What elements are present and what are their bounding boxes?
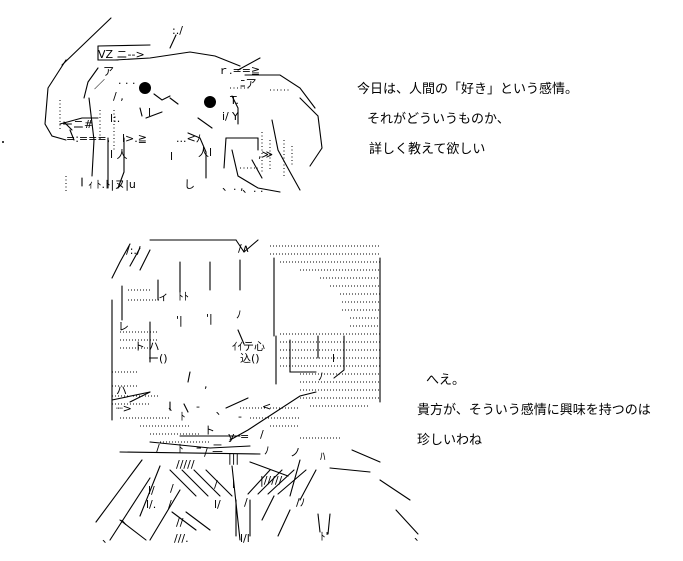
- art-fragment-text: l:.: [110, 112, 120, 125]
- art-fragment-text: i/: [222, 110, 229, 123]
- art-fragment-text: l: [148, 106, 151, 119]
- art-fragment-text: ハ: [116, 384, 127, 397]
- art-fragment-text: ﾄ: [178, 442, 184, 455]
- art-fragment-text: ...<ﾉ: [176, 132, 201, 145]
- art-fragment-text: ト ハ: [134, 340, 160, 353]
- art-fragment-text: //: [176, 516, 184, 529]
- art-fragment-text: ,: [204, 378, 208, 391]
- art-fragment-text: ﾄ': [320, 530, 329, 543]
- art-fragment-text: <: [262, 400, 271, 413]
- art-fragment-text: ､: [216, 404, 222, 417]
- dialogue-top: 今日は、人間の「好き」という感情。 それがどういうものか、 詳しく教えて欲しい: [357, 75, 578, 165]
- art-fragment-text: '|: [176, 314, 183, 327]
- art-fragment-text: ﾄ: [180, 410, 186, 423]
- art-fragment-text: ｲｲテ心: [232, 340, 265, 353]
- art-fragment-text: ー(): [148, 352, 168, 365]
- art-fragment-text: ┈>: [116, 402, 132, 415]
- art-fragment-text: 、: [414, 530, 425, 543]
- art-fragment-text: ﾄﾄ: [178, 290, 189, 303]
- dialogue-line: それがどういうものか、: [367, 112, 510, 127]
- art-fragment-text: ﾄ.ﾄ|ヌ|u: [96, 178, 136, 191]
- art-fragment-text: /:./: [126, 244, 141, 257]
- art-fragment-text: l: [332, 352, 335, 365]
- art-fragment-text: /: [156, 442, 160, 455]
- art-fragment-text: =:===,: [66, 132, 110, 145]
- art-fragment-text: 二: [212, 442, 223, 455]
- art-fragment-text: =: [240, 430, 249, 443]
- art-fragment-text: ﾆア: [240, 77, 257, 90]
- dialogue-line: 詳しく教えて欲しい: [369, 142, 486, 157]
- art-fragment-text: y: [228, 430, 235, 443]
- art-fragment-text: l/: [148, 484, 155, 497]
- art-fragment-text: ト: [204, 424, 215, 437]
- art-fragment-text: l: [232, 478, 235, 491]
- art-fragment-text: l>.≧: [122, 132, 147, 145]
- right-eye: [204, 96, 216, 108]
- art-fragment-text: ｒ.==≧: [218, 64, 260, 77]
- art-fragment-text: / ,: [113, 90, 124, 103]
- art-fragment-text: /: [204, 446, 208, 459]
- dialogue-line: 貴方が、そういう感情に興味を持つのは: [417, 403, 651, 418]
- art-fragment-text: /ﾉ: [296, 496, 305, 509]
- art-fragment-text: /: [260, 428, 264, 441]
- art-fragment-text: l/: [214, 498, 221, 511]
- art-fragment-text: 、. ,: [222, 180, 244, 193]
- art-fragment-text: ﾉ: [318, 370, 324, 383]
- art-fragment-text: . . .: [118, 74, 135, 87]
- art-fragment-text: 人l: [198, 146, 212, 159]
- art-fragment-text: 、. .: [242, 182, 264, 195]
- dialogue-line: 今日は、人間の「好き」という感情。: [357, 82, 579, 97]
- art-fragment-text: ィ: [158, 290, 169, 303]
- art-fragment-text: し: [184, 178, 195, 191]
- art-fragment-text: ノ: [290, 446, 301, 459]
- art-fragment-text: ///.: [174, 532, 189, 545]
- art-fragment-text: |||: [228, 452, 239, 465]
- art-fragment-text: ｨ: [88, 178, 94, 191]
- art-fragment-text: レ: [118, 320, 129, 333]
- art-fragment-text: ーニ#: [62, 118, 93, 131]
- art-fragment-text: '|: [206, 312, 213, 325]
- art-fragment-text: /: [168, 498, 172, 511]
- art-fragment-text: ﾊ: [320, 450, 326, 463]
- art-fragment-text: ヽ: [118, 516, 129, 529]
- art-fragment-text: /∧: [238, 242, 250, 255]
- art-fragment-text: /: [244, 496, 248, 509]
- dialogue-line: 珍しいわね: [417, 433, 483, 448]
- art-fragment-text: 、: [168, 400, 179, 413]
- art-fragment-text: /////: [176, 458, 195, 471]
- art-fragment-text: ,≫: [258, 148, 273, 161]
- art-fragment-text: l 人: [110, 148, 128, 161]
- left-eye: [139, 82, 151, 94]
- art-fragment-text: T.: [229, 94, 239, 107]
- art-fragment-text: l/l: [240, 532, 250, 545]
- art-fragment-text: 、: [102, 532, 113, 545]
- art-fragment-text: ア: [103, 65, 114, 78]
- art-fragment-text: ｰ: [196, 442, 202, 455]
- art-fragment-text: ﾉ: [236, 308, 242, 321]
- art-fragment-text: /: [214, 478, 218, 491]
- art-fragment-text: l: [170, 150, 173, 163]
- art-fragment-text: l/.: [146, 498, 156, 511]
- art-fragment-text: 込(): [240, 352, 260, 365]
- art-fragment-text: -: [238, 410, 242, 423]
- art-fragment-text: ﾉ: [264, 444, 270, 457]
- art-fragment-text: /: [170, 482, 174, 495]
- art-fragment-text: ／: [94, 78, 105, 91]
- dialogue-line: へえ。: [426, 373, 466, 388]
- art-fragment-text: |/////: [260, 474, 283, 487]
- dialogue-bottom: へえ。 貴方が、そういう感情に興味を持つのは 珍しいわね: [417, 366, 651, 456]
- art-fragment-text: VZ ニ-->: [98, 48, 145, 61]
- art-fragment-text: -: [196, 400, 200, 413]
- art-fragment-text: Y: [231, 110, 239, 123]
- art-fragment-text: :./: [172, 24, 183, 37]
